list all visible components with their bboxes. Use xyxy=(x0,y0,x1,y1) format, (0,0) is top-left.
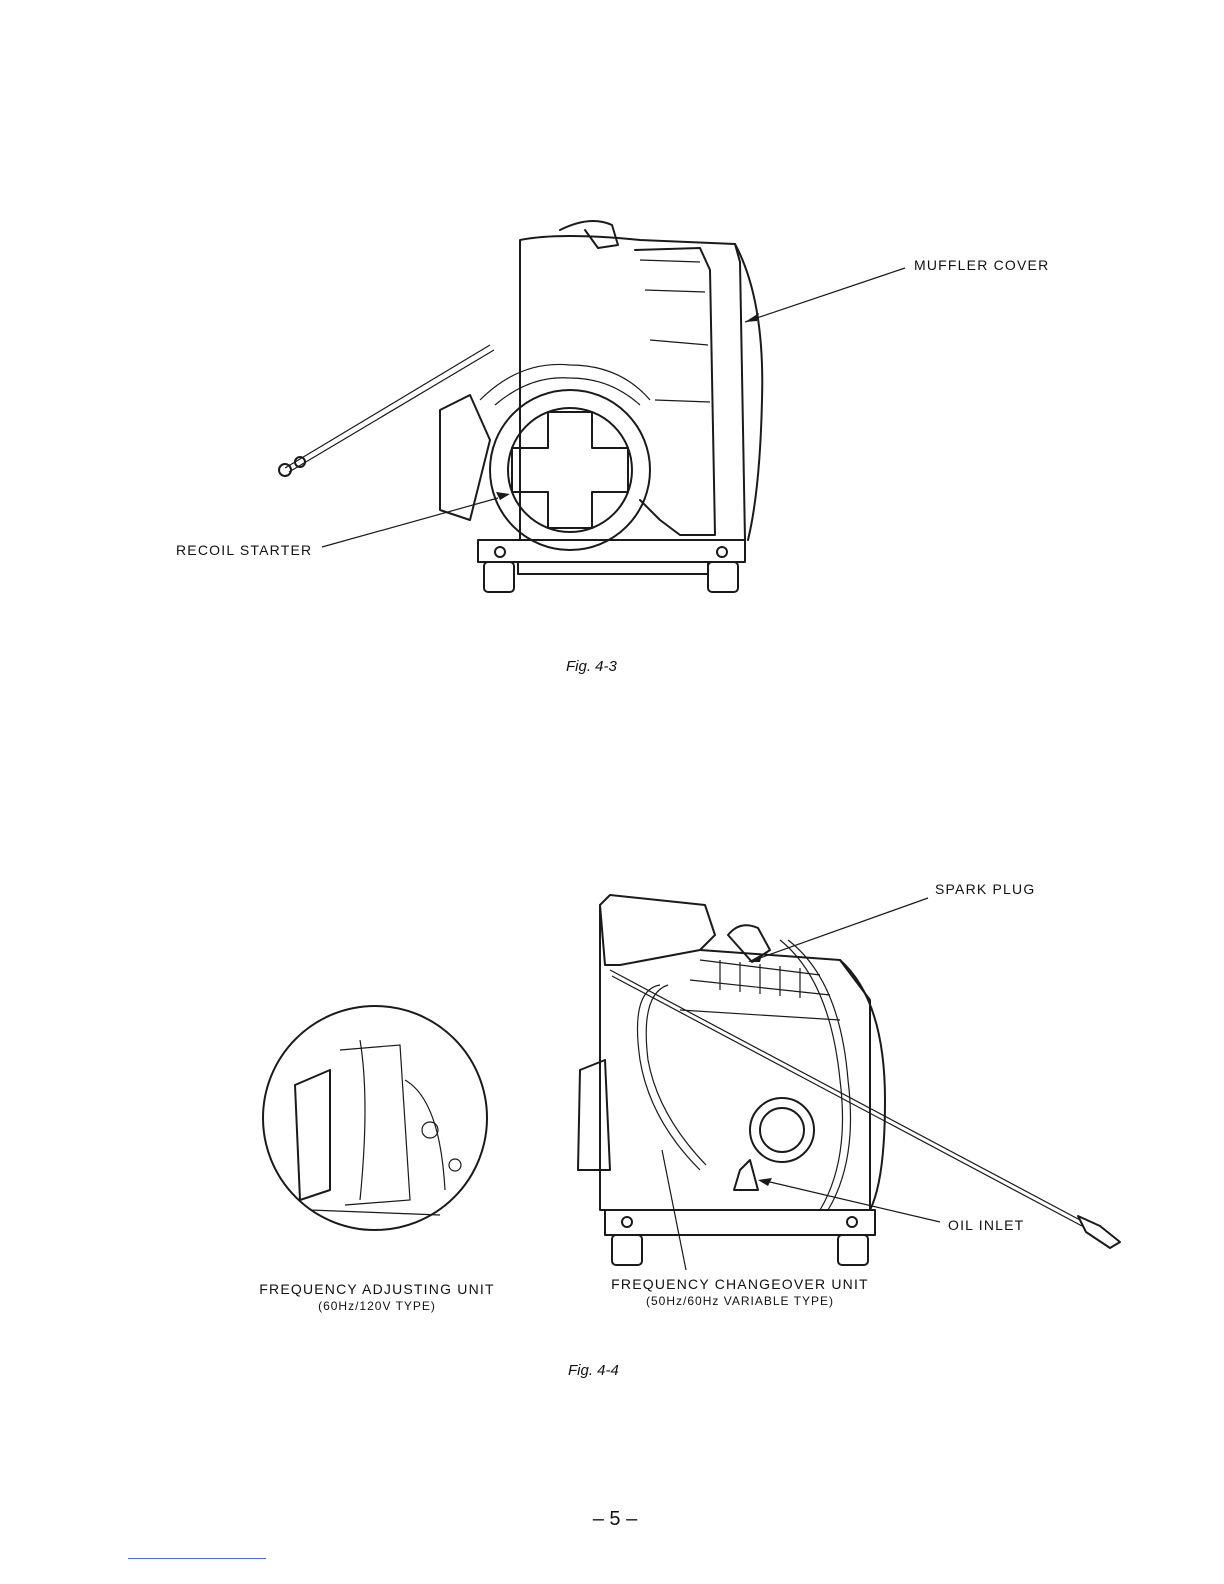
freq-changeover-type-label: (50Hz/60Hz VARIABLE TYPE) xyxy=(590,1294,890,1308)
freq-adjusting-type-label: (60Hz/120V TYPE) xyxy=(232,1299,522,1313)
oil-inlet-leader xyxy=(770,1182,940,1222)
page-number: – 5 – xyxy=(580,1508,650,1531)
freq-adjusting-unit-label: FREQUENCY ADJUSTING UNIT xyxy=(232,1282,522,1296)
freq-adjusting-unit-caption: FREQUENCY ADJUSTING UNIT (60Hz/120V TYPE… xyxy=(232,1282,522,1313)
freq-changeover-unit-caption: FREQUENCY CHANGEOVER UNIT (50Hz/60Hz VAR… xyxy=(590,1277,890,1308)
generator-front-view xyxy=(578,895,1120,1265)
spark-plug-leader xyxy=(760,898,928,958)
freq-changeover-unit-label: FREQUENCY CHANGEOVER UNIT xyxy=(590,1277,890,1291)
oil-inlet-label: OIL INLET xyxy=(948,1218,1024,1232)
figure-4-4-caption: Fig. 4-4 xyxy=(568,1362,619,1379)
spark-plug-label: SPARK PLUG xyxy=(935,882,1035,896)
frequency-adjusting-unit-inset xyxy=(263,1006,487,1230)
footer-rule xyxy=(128,1558,266,1559)
